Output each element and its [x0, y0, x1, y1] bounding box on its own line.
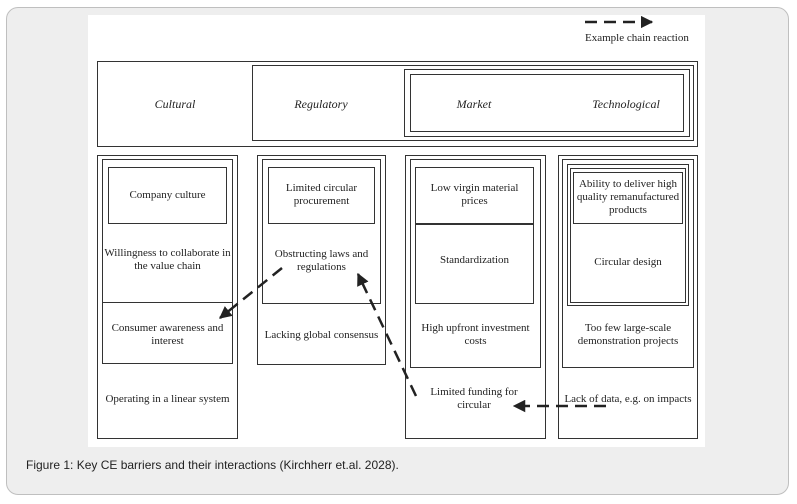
barrier-limited-funding: Limited funding for circular	[430, 386, 518, 411]
diagram-canvas	[88, 15, 705, 447]
barrier-standardization: Standardization	[439, 253, 510, 266]
regulatory-group-frame	[262, 159, 381, 304]
technological-inner-frame-mid	[570, 168, 686, 303]
barrier-limited-circular-procurement: Limited circular procurement	[285, 182, 358, 207]
cultural-divider-box	[102, 302, 233, 364]
category-regulatory: Regulatory	[294, 96, 348, 111]
category-market: Market	[456, 96, 492, 111]
category-band-market-frame-outer	[404, 69, 690, 137]
technological-inner-frame-outer	[567, 164, 689, 306]
technological-inner-frame-top	[573, 172, 683, 224]
figure-caption: Figure 1: Key CE barriers and their inte…	[26, 458, 399, 472]
cultural-inner-frame	[108, 167, 227, 224]
technological-group-frame	[562, 159, 694, 368]
legend-label: Example chain reaction	[585, 32, 689, 44]
barrier-ability-to-deliver: Ability to deliver high quality remanufa…	[576, 177, 680, 216]
regulatory-inner-frame	[268, 167, 375, 224]
category-technological: Technological	[592, 96, 660, 111]
regulatory-column	[257, 155, 386, 365]
barrier-high-upfront-investment: High upfront investment costs	[421, 322, 530, 347]
barrier-company-culture: Company culture	[129, 188, 206, 201]
barrier-too-few-demonstration-projects: Too few large-scale demonstration projec…	[577, 322, 679, 347]
category-band-regulatory-frame	[252, 65, 694, 141]
category-band-outer	[97, 61, 698, 147]
technological-column	[558, 155, 698, 439]
barrier-lack-of-data: Lack of data, e.g. on impacts	[564, 392, 692, 405]
arrow-funding-to-laws	[356, 272, 418, 397]
barrier-obstructing-laws: Obstructing laws and regulations	[274, 248, 369, 273]
barrier-lacking-global-consensus: Lacking global consensus	[264, 328, 379, 341]
barrier-operating-in-linear-system: Operating in a linear system	[105, 392, 230, 405]
barrier-low-virgin-material-prices: Low virgin material prices	[430, 182, 519, 207]
barrier-willingness-to-collaborate: Willingness to collaborate in the value …	[104, 247, 231, 272]
barrier-circular-design: Circular design	[594, 255, 662, 268]
category-cultural: Cultural	[154, 96, 196, 111]
category-band-market-frame-inner	[410, 74, 684, 132]
barrier-consumer-awareness: Consumer awareness and interest	[111, 322, 224, 347]
arrow-laws-to-consumer	[219, 267, 283, 319]
cultural-column	[97, 155, 238, 439]
market-inner-frame-top	[415, 167, 534, 224]
market-inner-frame-mid	[415, 224, 534, 304]
market-column	[405, 155, 546, 439]
market-group-frame	[410, 159, 541, 368]
